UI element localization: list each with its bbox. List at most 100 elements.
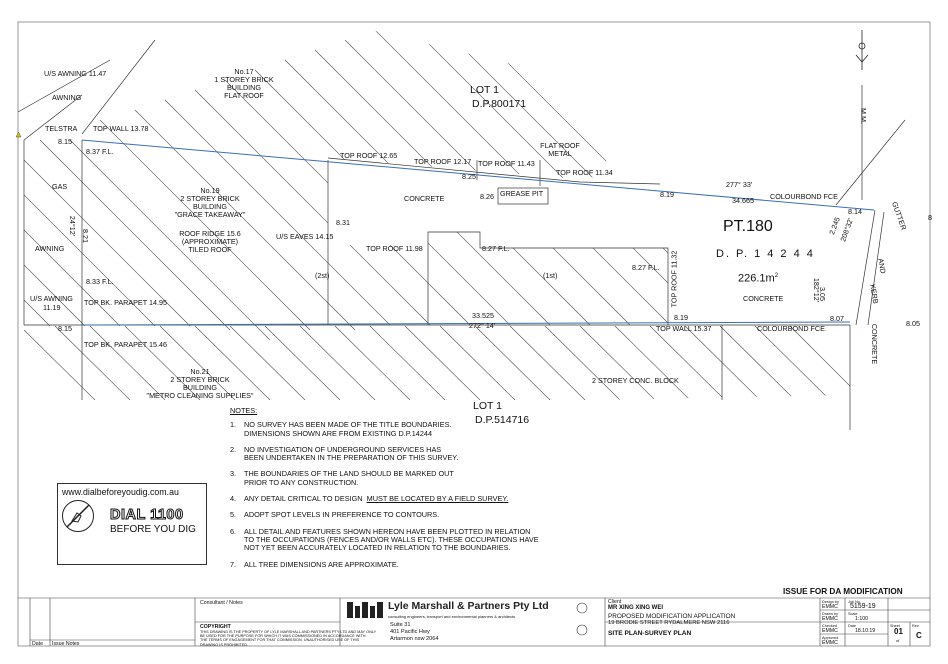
label-fl827a: 8.27 F.L.: [482, 244, 510, 253]
date-col: Date: [32, 641, 43, 647]
sheet-number: 01: [894, 627, 903, 636]
drawn-label: Drawn by: [822, 612, 839, 616]
sheet-of: of: [896, 638, 900, 643]
drawing-title: SITE PLAN-SURVEY PLAN: [608, 630, 692, 637]
drawn-value: EMMC: [822, 616, 838, 622]
dp-north-label: D.P.800171: [472, 98, 527, 110]
approved-label: Approved: [822, 636, 839, 640]
label-grease-pit: GREASE PIT: [500, 189, 544, 198]
storey-1st: (1st): [543, 271, 558, 280]
label-305: 3.05: [818, 287, 827, 301]
dial-sub: BEFORE YOU DIG: [110, 524, 196, 535]
label-awning-mid: AWNING: [35, 244, 65, 253]
label-fl837: 8.37 F.L.: [86, 147, 114, 156]
label-805: 8.05: [906, 319, 920, 328]
label-awning-top: AWNING: [52, 93, 82, 102]
label-colourbond-bot: COLOURBOND FCE: [757, 324, 825, 333]
scale-value: 1:100: [855, 616, 868, 622]
label-top-wall-1537: TOP WALL 15.37: [656, 324, 712, 333]
rev-value: C: [916, 631, 922, 640]
issue-status: ISSUE FOR DA MODIFICATION: [783, 587, 903, 596]
label-bearing-277: 277° 33': [726, 180, 753, 189]
date-value: 18.10.19: [855, 628, 876, 634]
copyright-text: THIS DRAWING IS THE PROPERTY OF LYLE MAR…: [200, 630, 377, 647]
consultant-label: Consultant / Notes: [200, 600, 243, 606]
label-2412: 24°12': [68, 215, 78, 237]
label-top-wall-1378: TOP WALL 13.78: [93, 124, 149, 133]
issue-notes-col: Issue Notes: [52, 641, 80, 647]
project-name: PROPOSED MODIFICATION APPLICATION: [608, 613, 736, 620]
firm-tagline: consulting engineers, transport and envi…: [388, 614, 516, 619]
designed-label: Design by: [822, 600, 839, 604]
label-colourbond-top: COLOURBOND FCE: [770, 192, 838, 201]
label-fl833: 8.33 F.L.: [86, 277, 114, 286]
label-821: 8.21: [81, 229, 90, 243]
label-concrete-mid: CONCRETE: [404, 194, 445, 203]
iso-seal: [576, 624, 588, 636]
label-us-awning-mid-val: 11.19: [43, 303, 61, 312]
label-819b: 8.19: [674, 313, 688, 322]
label-top-roof-1134: TOP ROOF 11.34: [556, 168, 613, 177]
firm-logo: [347, 602, 383, 618]
note-item: 5.ADOPT SPOT LEVELS IN PREFERENCE TO CON…: [230, 510, 440, 520]
label-us-awning-top: U/S AWNING 11.47: [44, 69, 107, 78]
copyright-label: COPYRIGHT: [200, 624, 231, 630]
label-top-bk-1495: TOP BK. PARAPET 14.95: [84, 298, 167, 307]
note-item: 7.ALL TREE DIMENSIONS ARE APPROXIMATE.: [230, 559, 399, 569]
project-address: 19 BRODIE STREET RYDALMERE NSW 2116: [608, 620, 730, 626]
label-top-bk-1546: TOP BK. PARAPET 15.46: [84, 340, 167, 349]
approved-value: EMMC: [822, 640, 838, 646]
firm-name: Lyle Marshall & Partners Pty Ltd: [388, 600, 549, 612]
pt-area: 226.1m2: [738, 272, 779, 285]
dial-number: DIAL 1100: [110, 507, 184, 524]
label-831: 8.31: [336, 218, 350, 227]
label-us-eaves: U/S EAVES 14.15: [276, 232, 334, 241]
designed-value: EMMC: [822, 604, 838, 610]
dial-before-you-dig: www.dialbeforeyoudig.com.au DIAL 1100 BE…: [57, 483, 207, 565]
label-concrete-side: CONCRETE: [870, 323, 880, 365]
client-name: MR XING XING WEI: [608, 605, 664, 611]
notes-block: NOTES: 1.NO SURVEY HAS BEEN MADE OF THE …: [230, 406, 590, 577]
note-item: 2.NO INVESTIGATION OF UNDERGROUND SERVIC…: [230, 444, 459, 463]
note-item: 3.THE BOUNDARIES OF THE LAND SHOULD BE M…: [230, 469, 454, 487]
label-mm: M.M.: [858, 108, 868, 124]
checked-label: Checked: [822, 624, 837, 628]
label-and: AND: [876, 257, 888, 275]
label-top-roof-1143: TOP ROOF 11.43: [478, 159, 535, 168]
label-top-roof-1132: TOP ROOF 11.32: [669, 250, 679, 308]
job-number: 5159-19: [850, 603, 876, 610]
notes-heading: NOTES:: [230, 406, 258, 415]
rev-label: Rev: [912, 624, 919, 628]
label-33525: 33.525: [472, 311, 494, 320]
scale-label: Scale: [848, 612, 858, 616]
label-815b: 8.15: [58, 324, 72, 333]
pt-surface: CONCRETE: [743, 294, 784, 303]
lot1-south-label: LOT 1: [473, 400, 502, 412]
pt-title: PT.180: [723, 218, 773, 235]
dial-url: www.dialbeforeyoudig.com.au: [62, 487, 179, 497]
note-item: 4.ANY DETAIL CRITICAL TO DESIGN MUST BE …: [230, 494, 509, 504]
note-item: 6.ALL DETAIL AND FEATURES SHOWN HEREON H…: [230, 526, 539, 553]
sheet-label: Sheet: [890, 624, 900, 628]
roof-ridge-note: ROOF RIDGE 15.6(APPROXIMATE)TILED ROOF: [179, 229, 241, 254]
label-bearing-272: 272° 14': [469, 321, 496, 330]
checked-value: EMMC: [822, 628, 838, 634]
label-us-awning-mid: U/S AWNING: [30, 294, 73, 303]
client-label: Client: [608, 599, 622, 605]
no-dig-icon: [62, 500, 94, 532]
label-815a: 8.15: [58, 137, 72, 146]
label-807: 8.07: [830, 314, 844, 323]
label-telstra: TELSTRA: [45, 124, 78, 133]
note-item: 1.NO SURVEY HAS BEEN MADE OF THE TITLE B…: [230, 420, 452, 438]
label-gas: GAS: [52, 182, 68, 191]
label-top-roof-1217: TOP ROOF 12.17: [414, 157, 472, 166]
label-826: 8.26: [480, 192, 494, 201]
dp-south-label: D.P.514716: [475, 414, 530, 426]
label-814: 8.14: [848, 207, 862, 216]
